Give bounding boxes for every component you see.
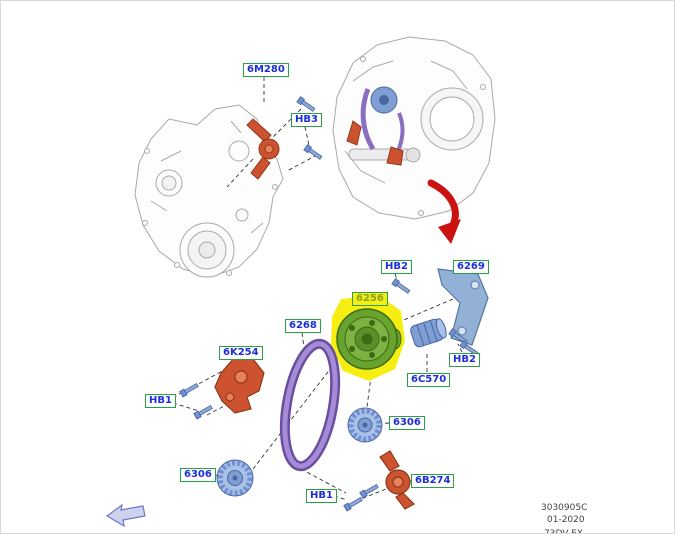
doc-code-partial: 73DV-EX bbox=[544, 529, 583, 534]
bolt-hb3-lower[interactable] bbox=[303, 144, 324, 161]
part-label-hb2-right[interactable]: HB2 bbox=[449, 353, 480, 367]
part-label-6306-right[interactable]: 6306 bbox=[389, 416, 425, 430]
part-label-6268[interactable]: 6268 bbox=[285, 319, 321, 333]
part-label-6269[interactable]: 6269 bbox=[453, 260, 489, 274]
part-label-6256[interactable]: 6256 bbox=[352, 292, 388, 306]
part-6c570-art[interactable] bbox=[409, 317, 448, 348]
bolt-hb1-left-2[interactable] bbox=[193, 403, 214, 420]
part-6256-art[interactable] bbox=[336, 308, 402, 370]
doc-number: 3030905C bbox=[541, 503, 588, 513]
rotation-arrow bbox=[427, 179, 461, 244]
bolt-hb1-bottom-1[interactable] bbox=[343, 495, 364, 512]
part-label-6b274[interactable]: 6B274 bbox=[411, 474, 455, 488]
timing-drive-art bbox=[346, 86, 405, 166]
part-label-6306-left[interactable]: 6306 bbox=[180, 468, 216, 482]
timing-cover-art bbox=[134, 104, 284, 278]
part-6m280-art[interactable] bbox=[246, 118, 280, 180]
part-label-hb1-bottom[interactable]: HB1 bbox=[306, 489, 337, 503]
part-6306-right-art[interactable] bbox=[347, 407, 383, 443]
part-label-hb3[interactable]: HB3 bbox=[291, 113, 322, 127]
part-label-6k254[interactable]: 6K254 bbox=[219, 346, 263, 360]
part-label-6m280[interactable]: 6M280 bbox=[243, 63, 289, 77]
part-label-6c570[interactable]: 6C570 bbox=[407, 373, 451, 387]
part-6k254-art[interactable] bbox=[214, 356, 265, 414]
part-6269-art[interactable] bbox=[437, 268, 489, 346]
bolt-hb1-left-1[interactable] bbox=[179, 381, 200, 398]
part-6b274-art[interactable] bbox=[379, 450, 415, 510]
part-6306-left-art[interactable] bbox=[216, 459, 254, 497]
front-direction-arrow-icon bbox=[105, 503, 146, 528]
doc-date: 01-2020 bbox=[547, 515, 585, 525]
bolt-hb2-top[interactable] bbox=[391, 278, 412, 295]
engine-block-art bbox=[332, 36, 496, 220]
part-label-hb2-top[interactable]: HB2 bbox=[381, 260, 412, 274]
part-label-hb1-left[interactable]: HB1 bbox=[145, 394, 176, 408]
part-6268-art[interactable] bbox=[277, 338, 344, 472]
